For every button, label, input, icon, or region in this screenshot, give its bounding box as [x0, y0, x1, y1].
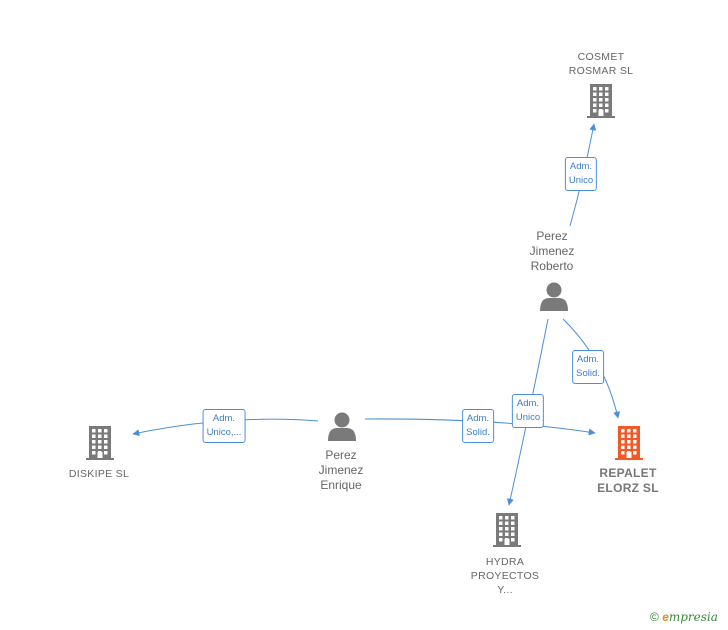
node-label-enrique[interactable]: Perez Jimenez Enrique — [318, 448, 364, 492]
node-label-cosmet[interactable]: COSMET ROSMAR SL — [568, 51, 634, 77]
diskipe-building-icon[interactable] — [86, 426, 114, 460]
repalet-building-icon[interactable] — [615, 426, 643, 460]
node-label-diskipe[interactable]: DISKIPE SL — [68, 468, 130, 480]
brand-e: e — [662, 610, 669, 624]
edge-label-enrique-repalet[interactable]: Adm. Solid. — [462, 409, 494, 443]
hydra-building-icon[interactable] — [493, 513, 521, 547]
watermark: © empresia — [650, 610, 718, 624]
node-label-roberto[interactable]: Perez Jimenez Roberto — [529, 229, 575, 273]
brand-name: mpresia — [668, 610, 718, 624]
enrique-person-icon[interactable] — [328, 412, 356, 442]
copyright-icon: © — [650, 610, 659, 624]
roberto-person-icon[interactable] — [540, 282, 568, 312]
edge-label-enrique-diskipe[interactable]: Adm. Unico,... — [202, 409, 246, 443]
edge-label-roberto-repalet[interactable]: Adm. Solid. — [572, 350, 604, 384]
node-label-hydra[interactable]: HYDRA PROYECTOS Y... — [470, 556, 540, 596]
cosmet-building-icon[interactable] — [587, 84, 615, 118]
node-label-repalet[interactable]: REPALET ELORZ SL — [597, 466, 659, 495]
edge-label-roberto-cosmet[interactable]: Adm. Unico — [564, 157, 598, 191]
edge-label-roberto-hydra[interactable]: Adm. Unico — [511, 394, 545, 428]
